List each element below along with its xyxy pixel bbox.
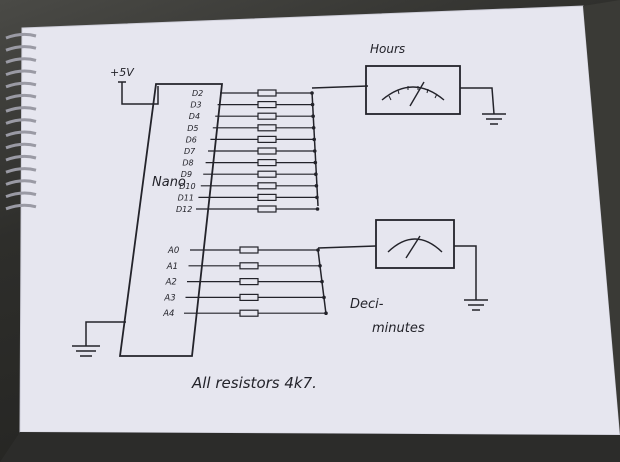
hours-meter-label: Hours <box>370 42 405 56</box>
analog-pin-label: A4 <box>162 309 174 319</box>
digital-bus <box>311 91 319 207</box>
analog-pin-label: A1 <box>166 262 178 272</box>
digital-pin-label: D5 <box>187 124 198 133</box>
chip-ground-wire <box>85 321 126 346</box>
spiral-ring <box>5 130 37 138</box>
resistor <box>257 170 277 178</box>
deciminutes-meter-wire <box>317 245 377 249</box>
spiral-ring <box>5 179 37 186</box>
digital-pin-label: D6 <box>186 135 197 144</box>
deciminutes-label-line1: Deci- <box>350 297 384 312</box>
deciminutes-meter-scale <box>387 238 443 253</box>
digital-pin-label: D7 <box>184 147 196 156</box>
resistor <box>257 135 277 143</box>
deciminutes-meter-needle <box>405 235 421 259</box>
analog-bus <box>317 249 327 315</box>
spiral-ring <box>5 191 37 199</box>
resistor <box>257 147 277 155</box>
supply-label: +5V <box>110 66 135 79</box>
resistor <box>257 182 277 190</box>
digital-pin-label: D3 <box>190 101 201 110</box>
digital-pin-label: D9 <box>181 170 192 179</box>
resistor <box>257 193 277 201</box>
analog-pin-label: A3 <box>163 293 175 303</box>
analog-pin-label: A2 <box>165 278 177 288</box>
resistor <box>257 112 277 120</box>
hours-ground-symbol <box>482 113 506 125</box>
spiral-ring <box>5 203 37 211</box>
hours-meter-scale <box>381 86 445 101</box>
analog-pin-label: A0 <box>167 246 179 256</box>
digital-pin-label: D12 <box>176 205 192 214</box>
digital-pin-label: D11 <box>178 193 194 202</box>
hours-meter-box <box>365 65 461 115</box>
resistor <box>239 293 259 301</box>
hours-meter-ticks <box>388 86 438 101</box>
spiral-ring <box>5 81 37 89</box>
hours-ground-wire <box>460 87 495 115</box>
resistor <box>239 309 259 317</box>
spiral-ring <box>5 106 37 113</box>
spiral-ring <box>5 69 37 77</box>
paper-shadow <box>583 0 620 435</box>
deciminutes-meter-box <box>375 219 455 269</box>
resistor <box>257 124 277 132</box>
spiral-binding <box>5 32 37 211</box>
resistor <box>257 159 277 167</box>
resistor <box>257 100 277 109</box>
resistor-note: All resistors 4k7. <box>191 374 317 392</box>
spiral-ring <box>5 118 37 125</box>
spiral-ring <box>5 45 37 52</box>
table-edge <box>0 432 620 462</box>
supply-wire <box>118 81 159 105</box>
hours-meter-needle <box>409 81 425 107</box>
resistor <box>239 278 259 286</box>
digital-pin-label: D2 <box>192 89 203 98</box>
spiral-ring <box>5 167 37 174</box>
digital-pin-label: D4 <box>189 112 200 121</box>
chip-label: Nano <box>152 175 186 190</box>
spiral-ring <box>5 93 37 101</box>
resistor <box>239 246 259 254</box>
digital-pin-label: D8 <box>182 159 193 168</box>
deciminutes-ground-wire <box>454 245 477 300</box>
spiral-ring <box>5 57 37 64</box>
chip-ground-symbol <box>72 345 100 357</box>
nano-chip-outline <box>118 83 224 357</box>
digital-pin-label: D10 <box>179 182 195 191</box>
spiral-ring <box>5 154 37 162</box>
resistor <box>257 89 277 97</box>
resistor <box>239 262 259 270</box>
deciminutes-ground-symbol <box>464 299 488 311</box>
resistor <box>257 205 277 213</box>
paper-sheet <box>19 5 620 436</box>
spiral-ring <box>5 142 37 150</box>
spiral-ring <box>5 32 37 40</box>
deciminutes-label-line2: minutes <box>372 321 425 336</box>
bus-junction-dot <box>315 207 320 211</box>
hours-meter-wire <box>311 85 369 89</box>
